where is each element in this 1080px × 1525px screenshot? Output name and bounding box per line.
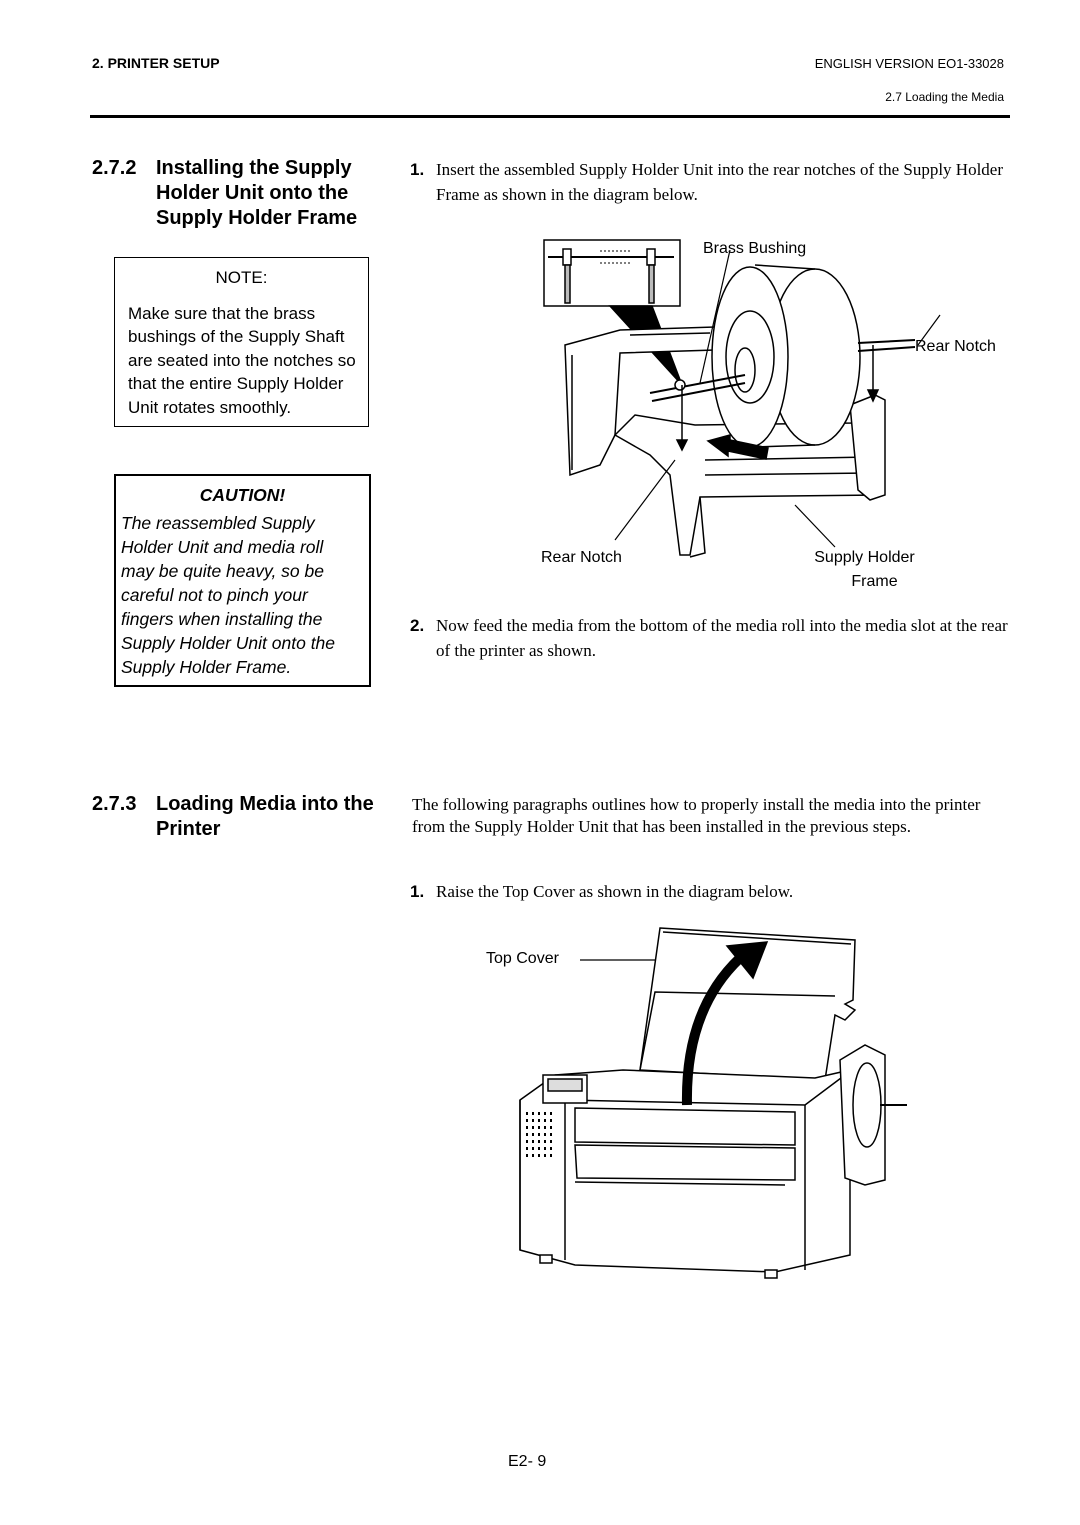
step-272-1-text: Insert the assembled Supply Holder Unit … bbox=[436, 160, 1004, 204]
label-supply-holder-frame: Supply Holder Frame bbox=[807, 546, 922, 594]
step-272-2: 2. Now feed the media from the bottom of… bbox=[410, 613, 1010, 663]
label-rear-notch-left: Rear Notch bbox=[541, 549, 622, 566]
note-box: NOTE: Make sure that the brass bushings … bbox=[114, 257, 369, 427]
label-supply-holder-line2: Frame bbox=[851, 573, 898, 590]
section-273-heading: 2.7.3 Loading Media into the Printer bbox=[92, 792, 402, 842]
section-272-title-2: Holder Unit onto the bbox=[156, 182, 349, 204]
section-273-intro: The following paragraphs outlines how to… bbox=[412, 795, 981, 836]
caution-text: The reassembled Supply Holder Unit and m… bbox=[121, 513, 336, 677]
page-number: E2- 9 bbox=[508, 1453, 547, 1470]
caution-box: CAUTION! The reassembled Supply Holder U… bbox=[114, 474, 371, 687]
supply-holder-diagram bbox=[543, 239, 941, 558]
header-section: 2. PRINTER SETUP bbox=[92, 55, 220, 71]
step-273-1-text: Raise the Top Cover as shown in the diag… bbox=[436, 882, 794, 901]
note-text: Make sure that the brass bushings of the… bbox=[128, 303, 356, 417]
step-273-1-number: 1. bbox=[410, 882, 425, 901]
note-title: NOTE: bbox=[215, 268, 268, 287]
label-top-cover: Top Cover bbox=[486, 950, 559, 967]
section-272-heading: 2.7.2 Installing the Supply Holder Unit o… bbox=[92, 156, 392, 231]
section-273-number: 2.7.3 bbox=[92, 793, 137, 815]
step-272-2-number: 2. bbox=[410, 616, 425, 635]
section-272-number: 2.7.2 bbox=[92, 157, 137, 179]
label-brass-bushing: Brass Bushing bbox=[703, 240, 807, 257]
step-272-1-number: 1. bbox=[410, 160, 425, 179]
section-272-title-1: Installing the Supply bbox=[156, 157, 352, 179]
step-272-2-text: Now feed the media from the bottom of th… bbox=[436, 616, 1008, 660]
label-rear-notch-right: Rear Notch bbox=[915, 338, 996, 355]
section-272-title-3: Supply Holder Frame bbox=[156, 207, 358, 229]
step-272-1: 1. Insert the assembled Supply Holder Un… bbox=[410, 157, 1010, 207]
header-subsection: 2.7 Loading the Media bbox=[885, 90, 1004, 104]
caution-title: CAUTION! bbox=[199, 485, 286, 505]
header-rule bbox=[90, 115, 1010, 118]
section-273-title-2: Printer bbox=[156, 818, 221, 840]
section-273-title-1: Loading Media into the bbox=[156, 793, 374, 815]
top-cover-diagram bbox=[519, 927, 907, 1279]
step-273-1: 1. Raise the Top Cover as shown in the d… bbox=[410, 879, 1010, 904]
header-version: ENGLISH VERSION EO1-33028 bbox=[814, 56, 1004, 71]
label-supply-holder-line1: Supply Holder bbox=[814, 549, 915, 566]
